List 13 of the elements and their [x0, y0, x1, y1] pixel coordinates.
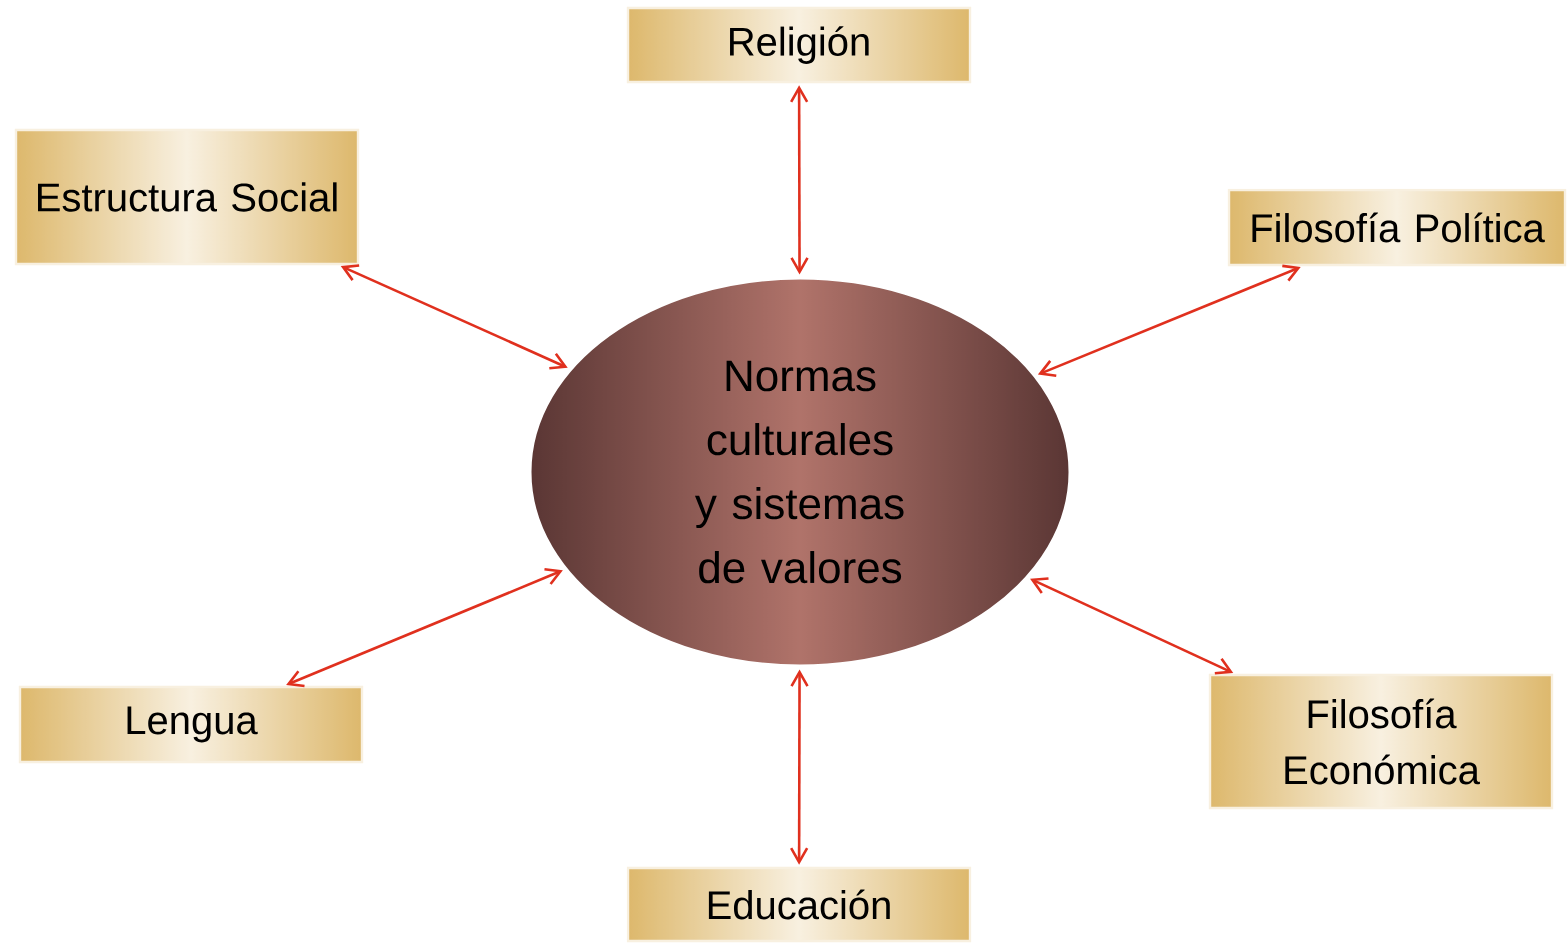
double-arrow — [790, 85, 809, 275]
double-arrow — [1030, 577, 1234, 675]
double-arrow — [340, 264, 568, 370]
ellipse-node: Normas culturales y sistemas de valores — [528, 276, 1072, 668]
double-arrow — [286, 568, 563, 688]
process-box: Estructura Social — [14, 128, 360, 266]
process-box: Filosofía Política — [1227, 188, 1567, 267]
double-arrow — [790, 669, 809, 865]
process-box: Filosofía Económica — [1208, 673, 1554, 810]
process-box: Educación — [626, 866, 972, 943]
process-box: Lengua — [18, 685, 364, 764]
process-box: Religión — [626, 6, 972, 84]
double-arrow — [1037, 264, 1301, 377]
